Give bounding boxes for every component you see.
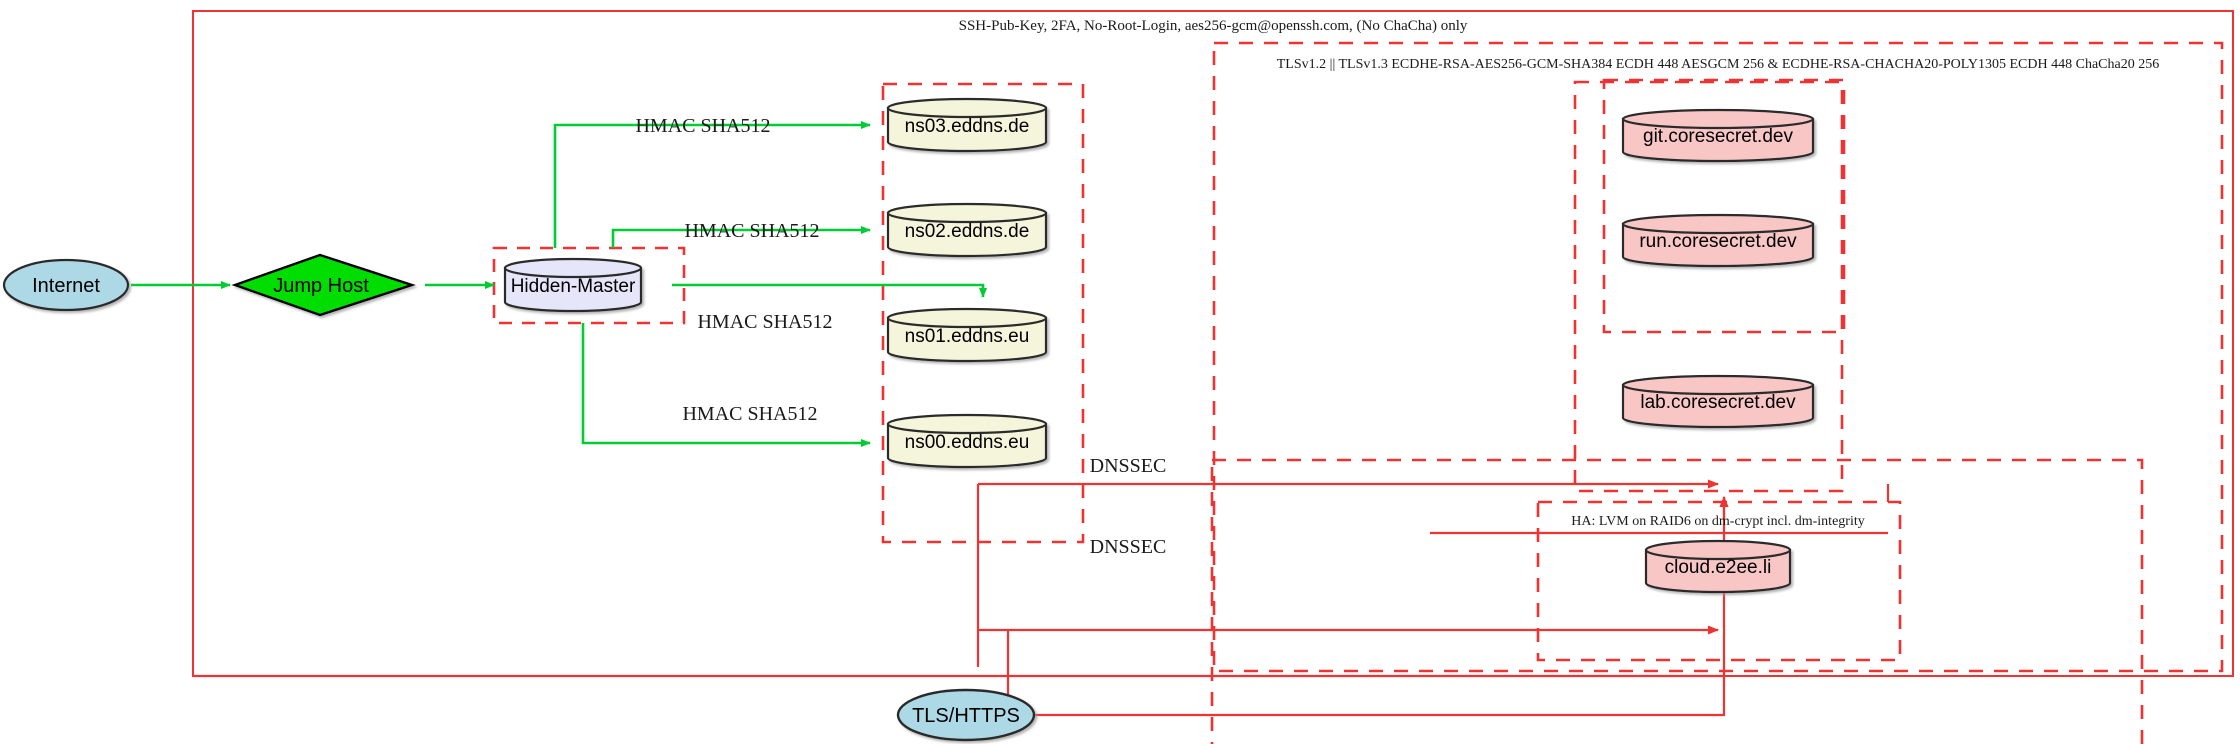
node-ns03[interactable]: ns03.eddns.de bbox=[886, 97, 1048, 153]
edge-master-to-ns02 bbox=[611, 226, 871, 248]
node-git-coresecret-label: git.coresecret.dev bbox=[1643, 126, 1793, 147]
edge-label-hmac-ns00: HMAC SHA512 bbox=[682, 403, 817, 425]
node-git-coresecret[interactable]: git.coresecret.dev bbox=[1621, 108, 1815, 163]
edge-master-to-ns03 bbox=[553, 121, 871, 248]
route-tls-https-right bbox=[1035, 496, 1729, 717]
node-cloud-e2ee-label: cloud.e2ee.li bbox=[1665, 557, 1772, 578]
tls-zone-note: TLSv1.2 || TLSv1.3 ECDHE-RSA-AES256-GCM-… bbox=[1277, 57, 2159, 72]
edge-master-to-ns01 bbox=[672, 283, 987, 298]
node-internet[interactable]: Internet bbox=[2, 258, 130, 312]
edge-label-dnssec-upper: DNSSEC bbox=[1090, 455, 1167, 477]
node-ns03-label: ns03.eddns.de bbox=[905, 116, 1030, 137]
edge-label-hmac-ns01: HMAC SHA512 bbox=[697, 311, 832, 333]
node-ns02-label: ns02.eddns.de bbox=[905, 221, 1030, 242]
dnssec-region-box bbox=[1210, 458, 2144, 744]
node-run-coresecret-label: run.coresecret.dev bbox=[1639, 231, 1797, 252]
edge-label-hmac-ns02: HMAC SHA512 bbox=[684, 220, 819, 242]
node-ns02[interactable]: ns02.eddns.de bbox=[886, 202, 1048, 258]
ssh-zone-note: SSH-Pub-Key, 2FA, No-Root-Login, aes256-… bbox=[959, 18, 1468, 34]
edge-label-hmac-ns03: HMAC SHA512 bbox=[635, 115, 770, 137]
node-ns00[interactable]: ns00.eddns.eu bbox=[886, 413, 1048, 469]
node-ns01[interactable]: ns01.eddns.eu bbox=[886, 307, 1048, 363]
node-hidden-master[interactable]: Hidden-Master bbox=[503, 257, 643, 313]
node-internet-label: Internet bbox=[32, 275, 100, 297]
edge-label-dnssec-lower: DNSSEC bbox=[1090, 536, 1167, 558]
node-ns00-label: ns00.eddns.eu bbox=[905, 432, 1030, 453]
node-lab-coresecret[interactable]: lab.coresecret.dev bbox=[1621, 374, 1815, 429]
node-cloud-e2ee[interactable]: cloud.e2ee.li bbox=[1644, 539, 1792, 594]
edge-master-to-ns00 bbox=[581, 323, 871, 447]
node-jump-host-label: Jump Host bbox=[273, 275, 369, 297]
coresecret-outer-box bbox=[1573, 80, 1844, 493]
node-ns01-label: ns01.eddns.eu bbox=[905, 326, 1030, 347]
ha-zone-box bbox=[1536, 500, 1902, 662]
node-run-coresecret[interactable]: run.coresecret.dev bbox=[1621, 213, 1815, 268]
node-jump-host[interactable]: Jump Host bbox=[231, 253, 416, 317]
coresecret-zone-box bbox=[1602, 78, 1846, 334]
dns-zone-box bbox=[881, 82, 1085, 544]
node-tls-https[interactable]: TLS/HTTPS bbox=[896, 688, 1036, 742]
node-hidden-master-label: Hidden-Master bbox=[511, 276, 636, 297]
node-tls-https-label: TLS/HTTPS bbox=[912, 705, 1020, 727]
tls-boundary-box bbox=[1212, 41, 2224, 673]
ha-zone-note: HA: LVM on RAID6 on dm-crypt incl. dm-in… bbox=[1571, 514, 1864, 529]
node-lab-coresecret-label: lab.coresecret.dev bbox=[1640, 392, 1796, 413]
